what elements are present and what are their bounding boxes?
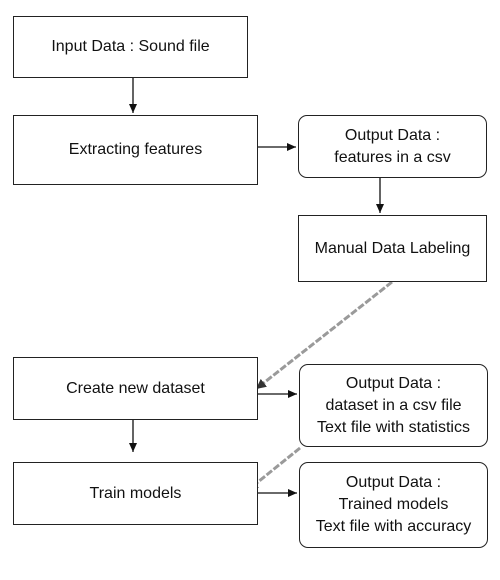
node-extracting-features: Extracting features xyxy=(13,115,258,185)
node-create-dataset-line-1: Create new dataset xyxy=(66,379,205,397)
node-output-features-csv-line-1: Output Data : xyxy=(344,126,441,144)
node-output-trained-models: Output Data : Trained models Text file w… xyxy=(299,462,488,548)
node-manual-labeling: Manual Data Labeling xyxy=(298,215,487,282)
node-train-models: Train models xyxy=(13,462,258,525)
node-output-dataset-csv-line-3: Text file with statistics xyxy=(317,418,470,436)
node-output-features-csv: Output Data : features in a csv xyxy=(298,115,487,178)
arrow-labeling-to-create-dataset xyxy=(255,280,393,391)
node-extracting-features-line-1: Extracting features xyxy=(68,141,203,158)
node-input-data: Input Data : Sound file xyxy=(13,16,248,78)
node-output-trained-models-line-3: Text file with accuracy xyxy=(315,518,472,535)
node-output-dataset-csv-line-1: Output Data : xyxy=(345,374,442,392)
node-output-trained-models-line-1: Output Data : xyxy=(345,474,442,491)
node-output-dataset-csv: Output Data : dataset in a csv file Text… xyxy=(299,364,488,447)
node-input-data-line-1: Input Data : Sound file xyxy=(51,38,210,55)
node-train-models-line-1: Train models xyxy=(89,484,182,502)
node-output-trained-models-line-2: Trained models xyxy=(338,496,449,513)
node-manual-labeling-line-1: Manual Data Labeling xyxy=(314,239,471,257)
node-create-dataset: Create new dataset xyxy=(13,357,258,420)
node-output-dataset-csv-line-2: dataset in a csv file xyxy=(325,396,462,414)
node-output-features-csv-line-2: features in a csv xyxy=(334,148,451,166)
